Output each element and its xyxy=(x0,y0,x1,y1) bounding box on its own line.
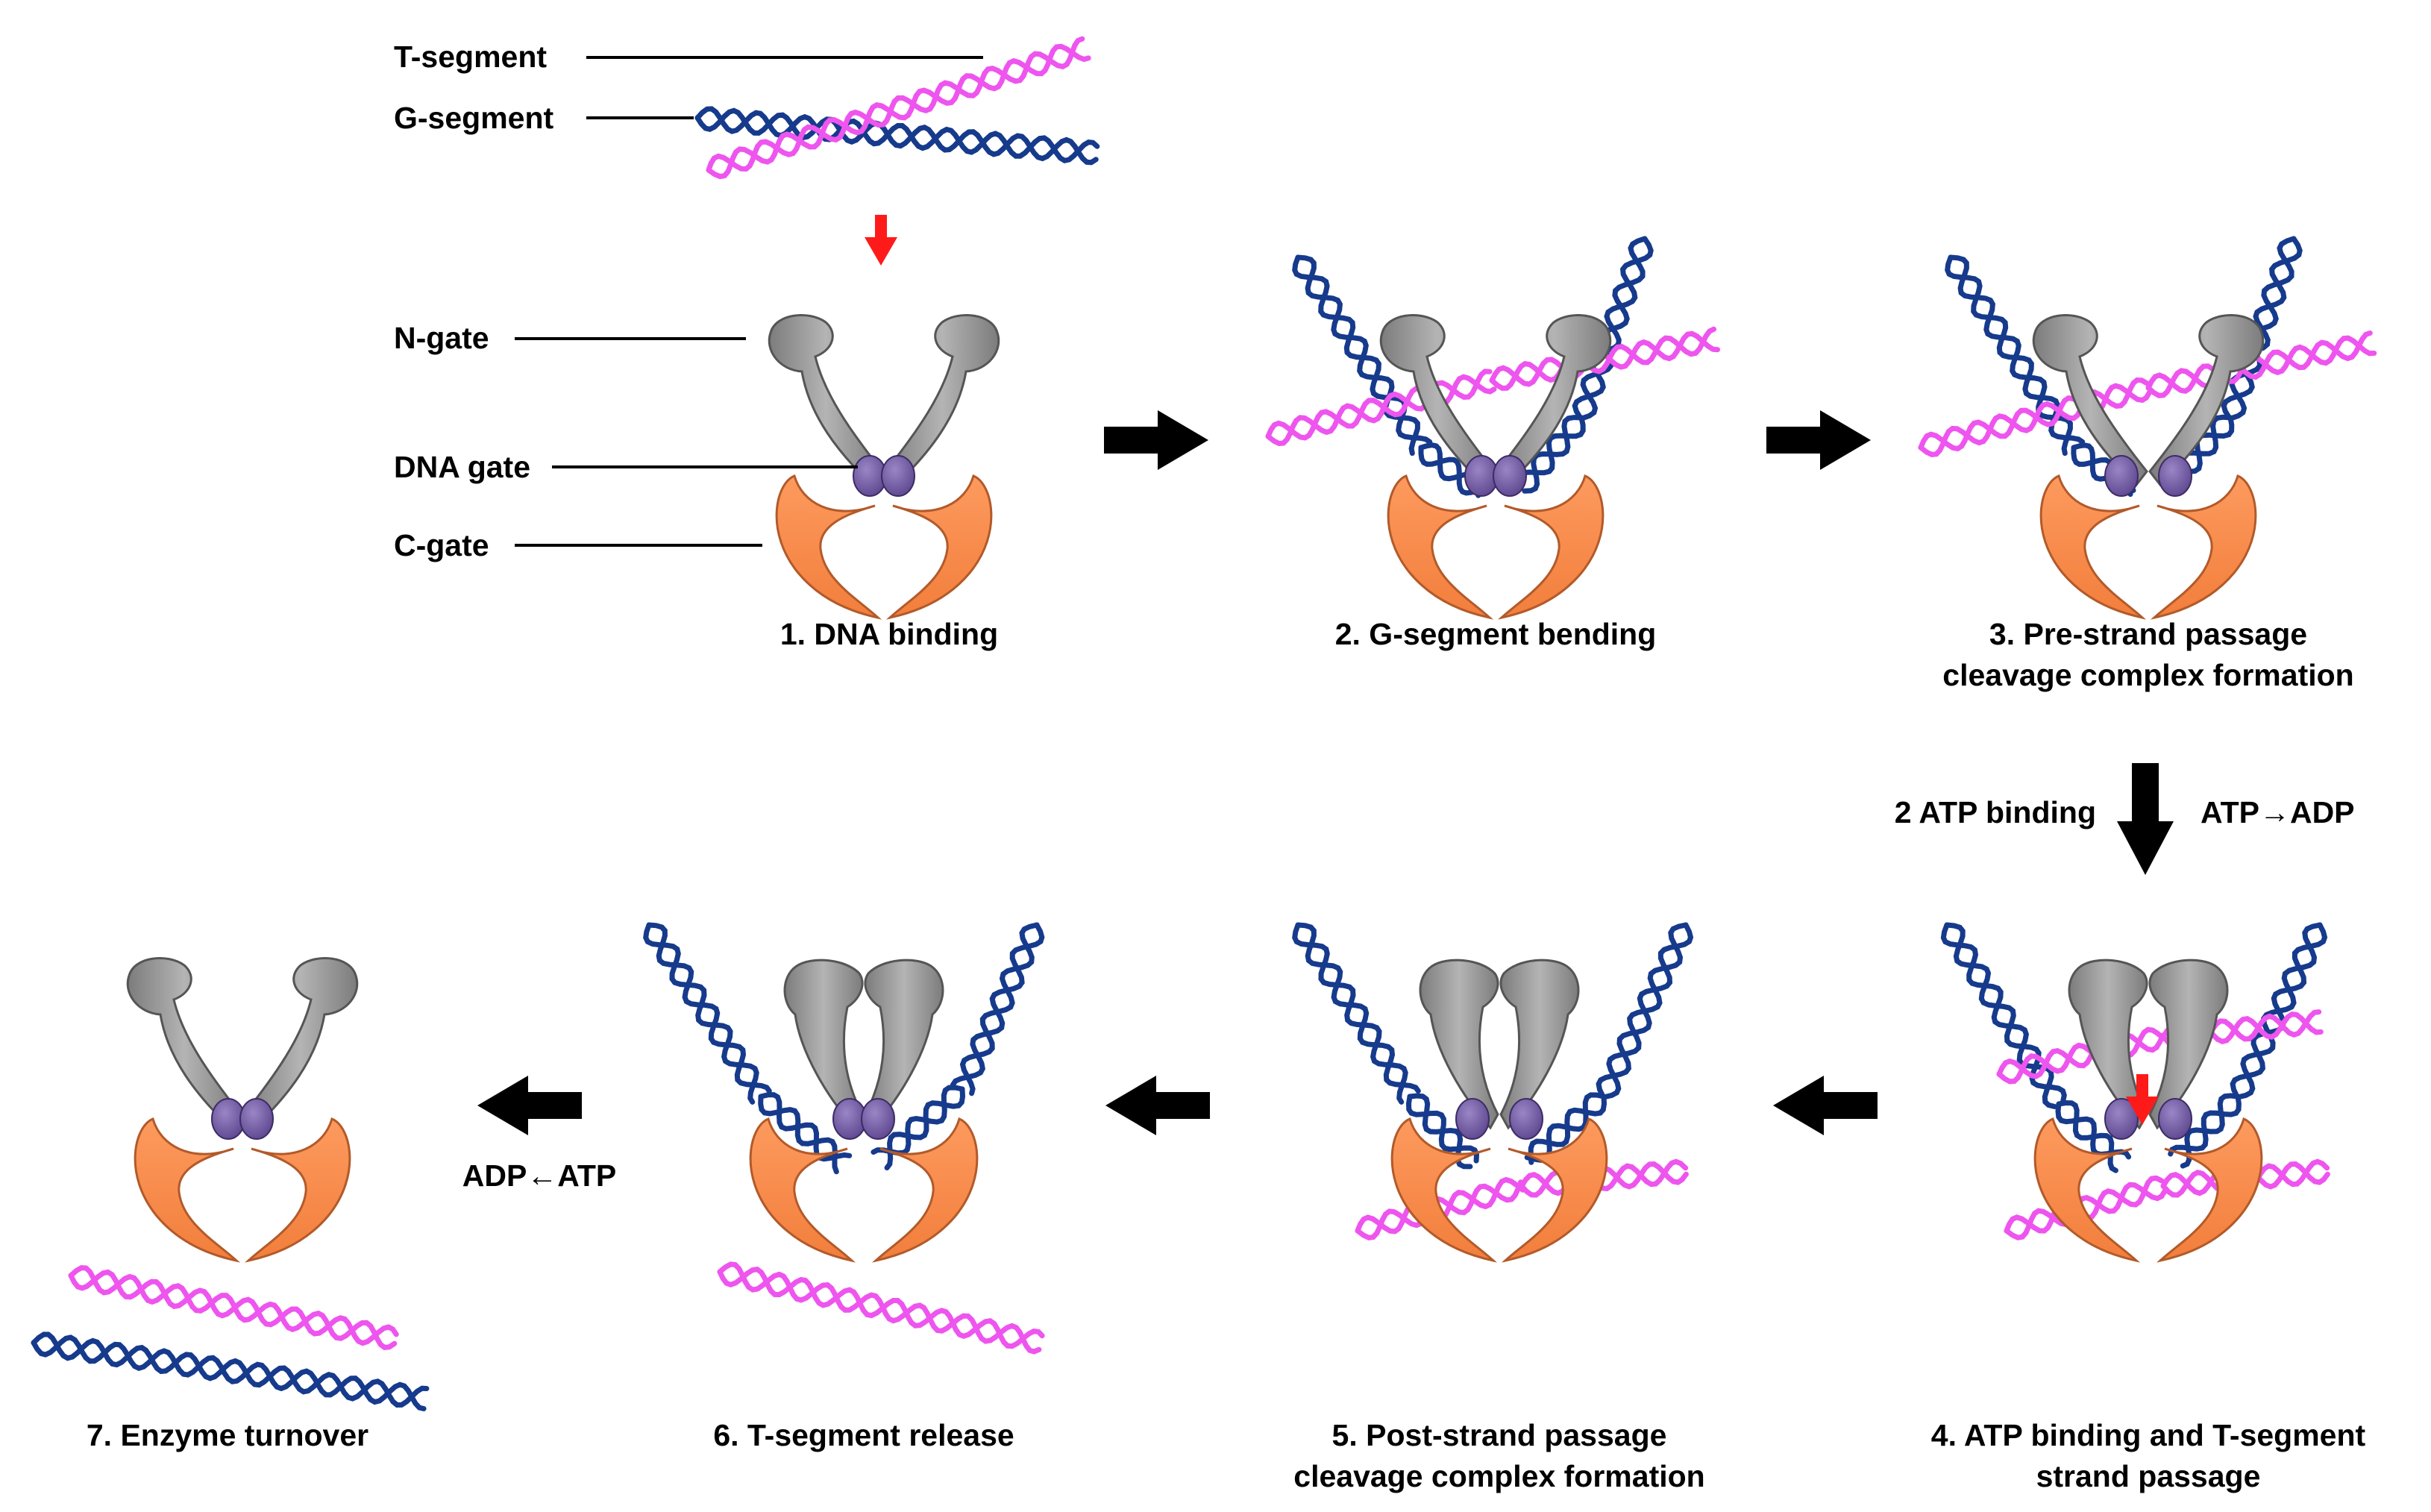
label-atp-hydrolysis: ATP→ADP xyxy=(2201,795,2355,829)
g-segment-dna xyxy=(2168,922,2328,1169)
t-segment-dna xyxy=(1918,330,2377,457)
dna-step-7 xyxy=(31,1265,430,1411)
label-t-segment: T-segment xyxy=(394,40,547,74)
legend-dna-duplexes xyxy=(694,36,1100,180)
dna-step-3 xyxy=(1918,236,2377,498)
process-arrow-6-7 xyxy=(477,1076,582,1135)
label-c-gate: C-gate xyxy=(394,528,489,562)
caption-step-5-line-2: cleavage complex formation xyxy=(1293,1459,1704,1493)
step-3-pre-strand-passage: 3. Pre-strand passage cleavage complex f… xyxy=(1918,236,2377,692)
legend: T-segment G-segment xyxy=(394,36,1100,266)
label-n-gate: N-gate xyxy=(394,321,489,355)
transition-3-4: 2 ATP binding ATP→ADP xyxy=(1895,763,2355,875)
enzyme-step-3 xyxy=(2032,314,2265,619)
caption-step-6: 6. T-segment release xyxy=(713,1418,1014,1452)
caption-step-1: 1. DNA binding xyxy=(780,617,998,651)
caption-step-3-line-1: 3. Pre-strand passage xyxy=(1989,617,2307,651)
step-4-atp-binding-t-segment-passage: 4. ATP binding and T-segment strand pass… xyxy=(1931,922,2366,1493)
dna-step-2 xyxy=(1265,236,1720,498)
process-arrow-2-3 xyxy=(1766,410,1871,470)
label-g-segment: G-segment xyxy=(394,101,553,135)
caption-step-4-line-1: 4. ATP binding and T-segment xyxy=(1931,1418,2366,1452)
caption-step-7: 7. Enzyme turnover xyxy=(87,1418,368,1452)
red-arrow-binding-icon xyxy=(865,215,897,266)
label-atp-binding: 2 ATP binding xyxy=(1895,795,2096,829)
g-segment-dna xyxy=(871,922,1045,1170)
step-1-dna-binding: N-gate DNA gate C-gate 1. DNA binding xyxy=(394,314,1000,651)
step-5-post-strand-passage: 5. Post-strand passage cleavage complex … xyxy=(1292,922,1705,1493)
dna-step-6 xyxy=(643,922,1045,1355)
label-dna-gate: DNA gate xyxy=(394,450,530,484)
g-segment-dna xyxy=(31,1331,430,1411)
label-adp-exchange: ADP←ATP xyxy=(462,1158,617,1193)
g-segment-dna xyxy=(643,922,853,1175)
process-arrow-5-6 xyxy=(1105,1076,1210,1135)
t-segment-dna xyxy=(68,1265,399,1351)
t-segment-dna xyxy=(717,1261,1045,1355)
step-7-enzyme-turnover: 7. Enzyme turnover xyxy=(31,957,430,1452)
process-arrow-4-5 xyxy=(1773,1076,1878,1135)
g-segment-dna xyxy=(1292,254,1486,498)
enzyme-step-2 xyxy=(1379,314,1612,619)
step-2-g-segment-bending: 2. G-segment bending xyxy=(1265,236,1720,651)
step-6-t-segment-release: 6. T-segment release xyxy=(643,922,1045,1452)
t-segment-dna xyxy=(706,36,1091,180)
caption-step-5-line-1: 5. Post-strand passage xyxy=(1332,1418,1667,1452)
caption-step-4-line-2: strand passage xyxy=(2036,1459,2261,1493)
g-segment-dna xyxy=(694,106,1100,166)
process-arrow-1-2 xyxy=(1104,410,1208,470)
caption-step-2: 2. G-segment bending xyxy=(1335,617,1657,651)
t-segment-dna xyxy=(1265,326,1720,447)
process-arrow-3-4 xyxy=(2117,763,2174,875)
caption-step-3-line-2: cleavage complex formation xyxy=(1942,658,2353,692)
enzyme-step-7 xyxy=(126,957,359,1262)
g-segment-dna xyxy=(1945,254,2136,498)
